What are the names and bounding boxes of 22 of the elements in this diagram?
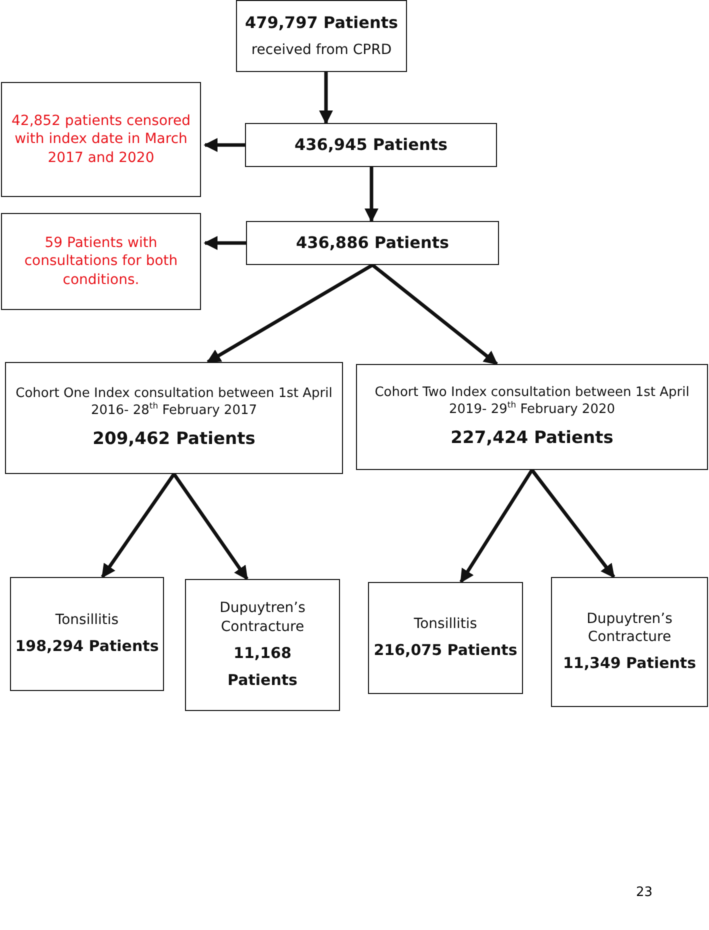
arrow [206, 264, 374, 364]
arrow [371, 264, 498, 366]
exclusion-box: 59 Patients with consultations for both conditions. [1, 213, 201, 310]
arrow [204, 138, 245, 152]
page-number: 23 [636, 885, 653, 900]
cohort-box: Cohort Two Index consultation between 1st April 2019- 29$^{th}$ February 2020 227,424 Patients [356, 364, 708, 470]
outcome-box: Dupuytren’s Contracture 11,168 Patients [185, 579, 340, 711]
arrow [364, 167, 378, 222]
arrow [319, 72, 333, 124]
outcome-box: Tonsillitis 216,075 Patients [368, 582, 523, 694]
arrow [460, 469, 534, 584]
process-box: 436,886 Patients [246, 221, 499, 265]
arrow [100, 473, 176, 578]
outcome-box: Dupuytren’s Contracture 11,349 Patients [551, 577, 708, 707]
arrow [172, 473, 248, 580]
arrow [530, 468, 616, 578]
cohort-box: Cohort One Index consultation between 1st April 2016- 28$^{th}$ February 2017 209,462 Patients [5, 362, 343, 474]
process-box: 479,797 Patients received from CPRD [236, 0, 407, 72]
outcome-box: Tonsillitis 198,294 Patients [10, 577, 164, 691]
process-box: 436,945 Patients [245, 123, 497, 167]
arrow [204, 236, 246, 250]
exclusion-box: 42,852 patients censored with index date in March 2017 and 2020 [1, 82, 201, 197]
